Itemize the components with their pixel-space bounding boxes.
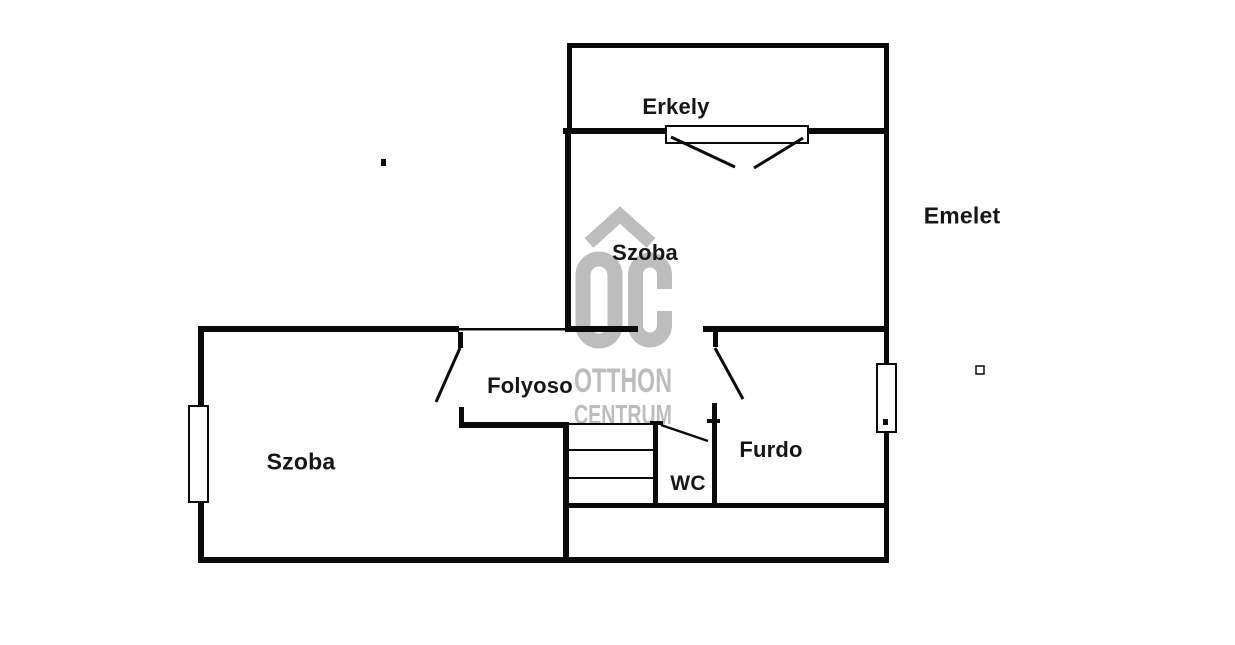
balcony-door-swing-right bbox=[753, 136, 804, 170]
door-swing-left-room bbox=[434, 347, 462, 403]
wall-balcony-top bbox=[567, 43, 889, 48]
window-right-mark bbox=[883, 419, 888, 425]
window-left-wall bbox=[188, 405, 209, 503]
stair-step-line bbox=[569, 477, 653, 479]
door-swing-bathroom bbox=[713, 347, 745, 400]
stair-step-line bbox=[569, 423, 653, 425]
wall-wc-left-cap bbox=[650, 421, 663, 425]
windows bbox=[188, 363, 897, 503]
balcony-door-symbol bbox=[665, 125, 809, 170]
watermark-roof-icon bbox=[584, 206, 656, 248]
stair-step-line bbox=[569, 449, 653, 451]
wall-mid-horizontal-center bbox=[565, 326, 638, 332]
balcony-door-frame bbox=[665, 125, 809, 144]
floor-title: Emelet bbox=[923, 202, 1001, 229]
door-swing-wc bbox=[660, 423, 709, 443]
wall-door-jamb-stub bbox=[713, 326, 718, 347]
wall-mid-horizontal-left bbox=[198, 326, 459, 332]
room-label-hallway: Folyoso bbox=[487, 373, 573, 398]
wall-hallway-stub bbox=[459, 407, 464, 428]
wall-lower-horizontal bbox=[563, 503, 889, 508]
walls bbox=[198, 43, 889, 563]
window-right-wall bbox=[876, 363, 897, 433]
wall-wc-left bbox=[653, 422, 658, 508]
wall-stairs-left bbox=[563, 422, 569, 563]
room-label-balcony: Erkely bbox=[642, 94, 710, 119]
watermark-letter-o bbox=[575, 251, 623, 349]
wall-hallway-bottom bbox=[459, 422, 568, 428]
wall-balcony-left bbox=[567, 43, 572, 133]
room-label-upper-room: Szoba bbox=[612, 240, 678, 265]
room-label-left-room: Szoba bbox=[266, 448, 336, 475]
wall-wc-right-cap bbox=[707, 419, 720, 423]
plan-dot-mark bbox=[381, 159, 386, 166]
wall-outer-right bbox=[884, 43, 889, 563]
wall-door-jamb-cap bbox=[703, 326, 719, 332]
doors bbox=[434, 347, 745, 443]
wall-outer-bottom bbox=[198, 557, 889, 563]
wall-mid-horizontal-right bbox=[717, 326, 888, 332]
wall-left-room-door-stub bbox=[458, 332, 463, 348]
watermark-letter-c bbox=[628, 252, 672, 348]
room-label-wc: WC bbox=[670, 472, 706, 495]
balcony-door-swing-left bbox=[670, 135, 736, 169]
watermark-logo: OTTHON CENTRUM bbox=[574, 206, 672, 430]
watermark-line1: OTTHON bbox=[574, 362, 672, 400]
plan-square-mark bbox=[975, 365, 985, 375]
wall-wc-right bbox=[712, 403, 717, 508]
wall-doorway-threshold-line bbox=[459, 328, 565, 331]
room-label-bathroom: Furdo bbox=[739, 437, 803, 462]
wall-upper-room-left bbox=[565, 128, 571, 332]
